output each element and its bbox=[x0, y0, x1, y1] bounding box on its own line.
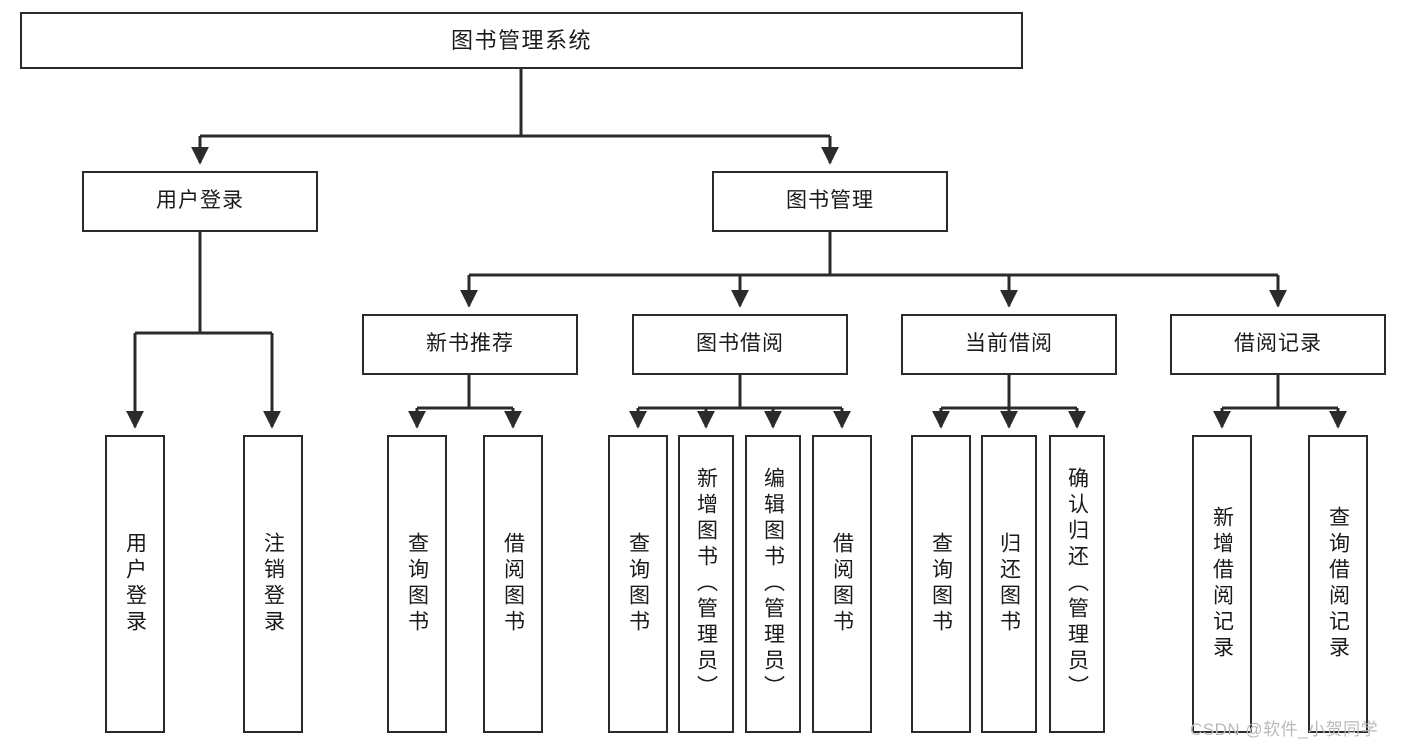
node-new-book-recommend[interactable]: 新书推荐 bbox=[362, 314, 578, 375]
node-book-management[interactable]: 图书管理 bbox=[712, 171, 948, 232]
node-root[interactable]: 图书管理系统 bbox=[20, 12, 1023, 69]
leaf-query-book-3[interactable]: 查询图书 bbox=[911, 435, 971, 733]
leaf-return-book-label: 归还图书 bbox=[997, 532, 1021, 636]
leaf-borrow-book-2-label: 借阅图书 bbox=[830, 532, 854, 636]
node-user-login[interactable]: 用户登录 bbox=[82, 171, 318, 232]
leaf-query-book-2-label: 查询图书 bbox=[626, 532, 650, 636]
leaf-user-logout-label: 注销登录 bbox=[261, 532, 285, 636]
leaf-add-record[interactable]: 新增借阅记录 bbox=[1192, 435, 1252, 733]
leaf-return-book[interactable]: 归还图书 bbox=[981, 435, 1037, 733]
leaf-query-book-1-label: 查询图书 bbox=[405, 532, 429, 636]
csdn-watermark: CSDN @软件_小贺同学 bbox=[1190, 720, 1379, 739]
leaf-query-record[interactable]: 查询借阅记录 bbox=[1308, 435, 1368, 733]
node-user-login-label: 用户登录 bbox=[156, 189, 244, 213]
leaf-edit-book-label: 编辑图书（管理员） bbox=[761, 467, 785, 701]
leaf-user-login-label: 用户登录 bbox=[123, 532, 147, 636]
node-root-label: 图书管理系统 bbox=[450, 27, 592, 53]
node-current-borrow[interactable]: 当前借阅 bbox=[901, 314, 1117, 375]
leaf-confirm-return-label: 确认归还（管理员） bbox=[1065, 467, 1089, 701]
leaf-borrow-book-1[interactable]: 借阅图书 bbox=[483, 435, 543, 733]
node-book-management-label: 图书管理 bbox=[786, 189, 874, 213]
leaf-user-logout[interactable]: 注销登录 bbox=[243, 435, 303, 733]
leaf-add-book-label: 新增图书（管理员） bbox=[694, 467, 718, 701]
node-new-book-recommend-label: 新书推荐 bbox=[426, 332, 514, 356]
node-borrow-record-label: 借阅记录 bbox=[1234, 332, 1322, 356]
leaf-borrow-book-2[interactable]: 借阅图书 bbox=[812, 435, 872, 733]
leaf-query-book-2[interactable]: 查询图书 bbox=[608, 435, 668, 733]
node-book-borrow[interactable]: 图书借阅 bbox=[632, 314, 848, 375]
leaf-query-book-3-label: 查询图书 bbox=[929, 532, 953, 636]
leaf-add-book[interactable]: 新增图书（管理员） bbox=[678, 435, 734, 733]
node-current-borrow-label: 当前借阅 bbox=[965, 332, 1053, 356]
node-book-borrow-label: 图书借阅 bbox=[696, 332, 784, 356]
leaf-edit-book[interactable]: 编辑图书（管理员） bbox=[745, 435, 801, 733]
leaf-query-record-label: 查询借阅记录 bbox=[1326, 506, 1350, 662]
leaf-confirm-return[interactable]: 确认归还（管理员） bbox=[1049, 435, 1105, 733]
leaf-query-book-1[interactable]: 查询图书 bbox=[387, 435, 447, 733]
leaf-user-login[interactable]: 用户登录 bbox=[105, 435, 165, 733]
leaf-add-record-label: 新增借阅记录 bbox=[1210, 506, 1234, 662]
node-borrow-record[interactable]: 借阅记录 bbox=[1170, 314, 1386, 375]
leaf-borrow-book-1-label: 借阅图书 bbox=[501, 532, 525, 636]
